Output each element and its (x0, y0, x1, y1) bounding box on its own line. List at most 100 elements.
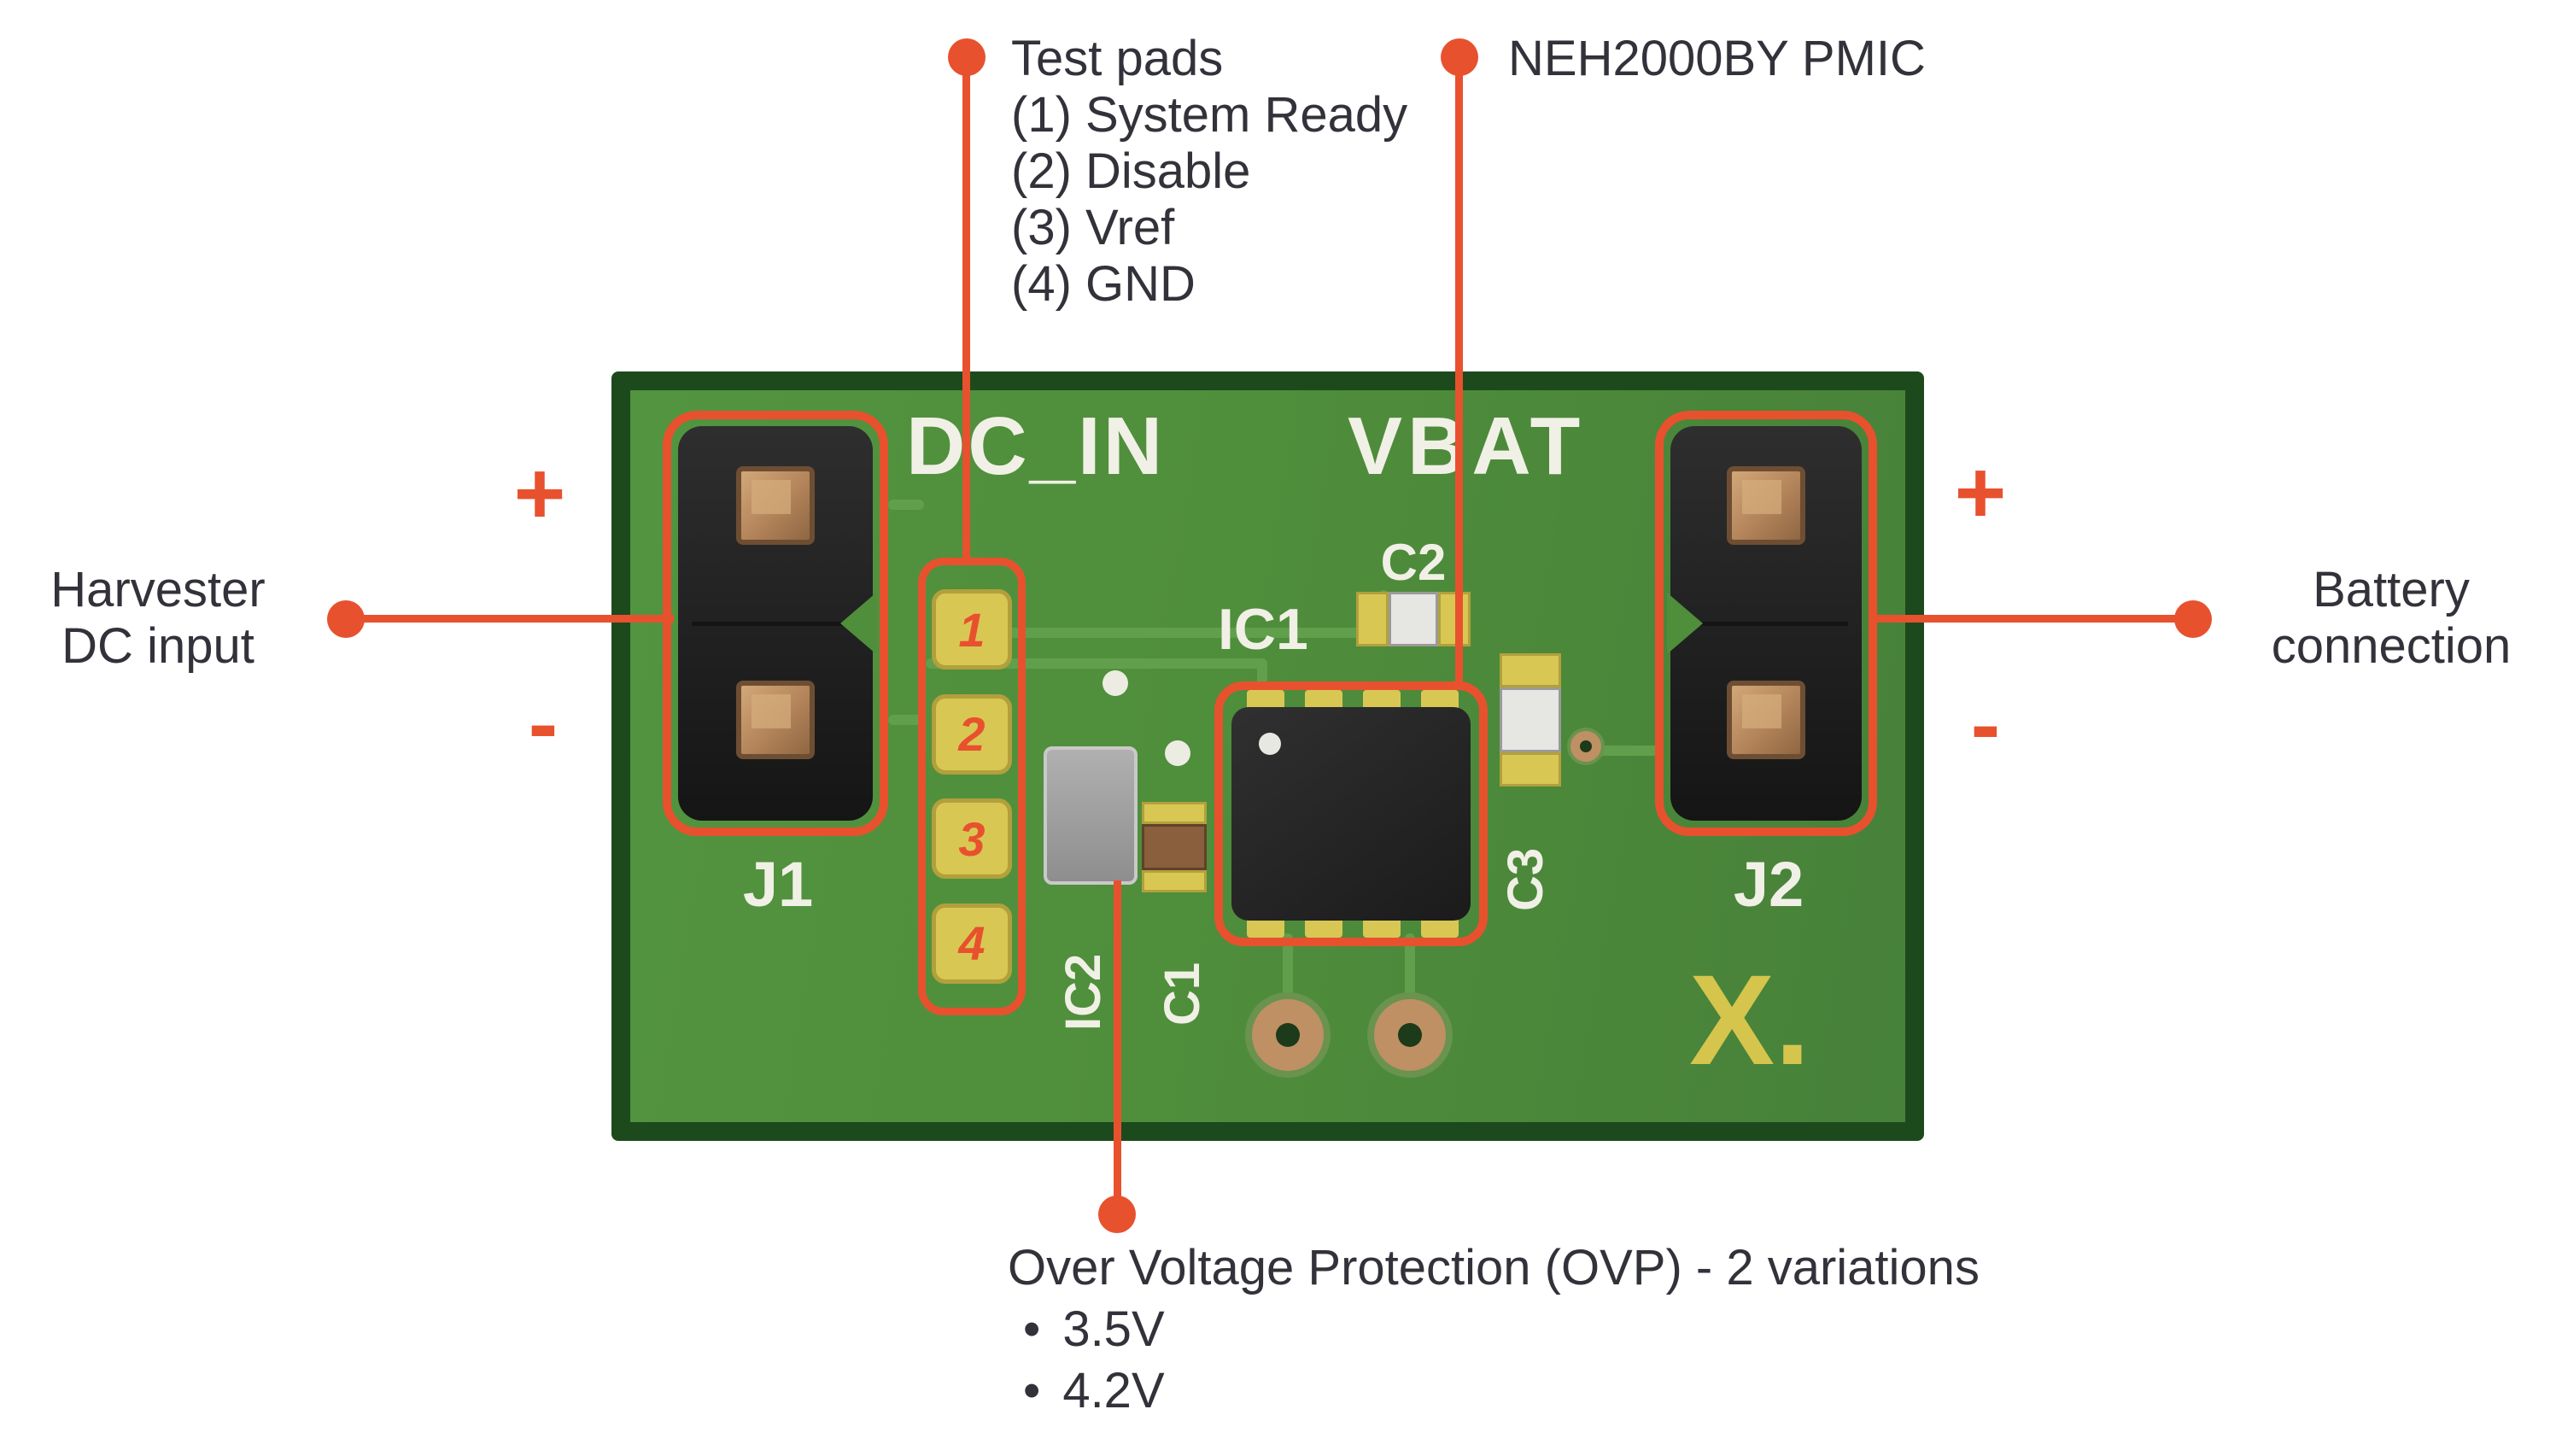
test-pad-3-number: 3 (958, 811, 986, 866)
callout-pmic-label: NEH2000BY PMIC (1508, 31, 1926, 86)
connector-seam (692, 622, 859, 626)
component-pad (1356, 592, 1389, 646)
connector-pin (1727, 681, 1805, 759)
component-body (1500, 687, 1561, 752)
silkscreen-c3: C3 (1498, 847, 1553, 911)
harvester-line1: Harvester (50, 562, 266, 617)
pin1-marker-dot (1259, 733, 1281, 755)
component-pad (1142, 802, 1207, 824)
callout-line-harvester (344, 615, 674, 623)
component-body (1389, 592, 1438, 646)
test-pads-item: (2) Disable (1011, 143, 1251, 199)
ovp-item-label: 4.2V (1062, 1363, 1165, 1418)
silkscreen-j1: J1 (742, 849, 814, 920)
callout-line-test-pads (962, 56, 970, 559)
callout-line-pmic (1455, 56, 1463, 685)
battery-line2: connection (2271, 618, 2512, 674)
ovp-title: Over Voltage Protection (OVP) - 2 variat… (1008, 1240, 1980, 1295)
component-pad (1500, 653, 1561, 687)
via-hole (1580, 740, 1592, 752)
test-pad-1-number: 1 (958, 602, 986, 657)
copper-trace (1283, 933, 1293, 1005)
connector-pin (736, 681, 815, 759)
via-hole (1276, 1023, 1300, 1047)
pin-highlight (1742, 694, 1781, 728)
connector-notch (840, 593, 876, 654)
callout-dot-test-pads (948, 38, 986, 76)
test-pad-group: 1 2 3 4 (918, 558, 1026, 1015)
connector-j1 (663, 411, 888, 836)
harvester-line2: DC input (61, 618, 254, 674)
via (1567, 728, 1605, 765)
copper-trace (888, 715, 924, 725)
battery-minus-sign: - (1970, 675, 2001, 775)
pin-highlight (1742, 480, 1781, 514)
capacitor-c3 (1500, 653, 1561, 786)
ic1-pad (1305, 917, 1342, 938)
harvester-minus-sign: - (528, 675, 559, 774)
callout-dot-battery (2174, 600, 2212, 638)
ic1-pmic-frame (1214, 681, 1488, 946)
component-pad (1500, 752, 1561, 786)
copper-trace (888, 500, 924, 510)
copper-trace (1257, 658, 1267, 687)
pcb-board: DC_IN VBAT J1 1 2 3 4 IC2 C1 (611, 371, 1924, 1141)
silkscreen-dc-in: DC_IN (906, 401, 1166, 492)
ovp-item: • 4.2V (1008, 1363, 1980, 1419)
test-pad-2-number: 2 (958, 707, 986, 762)
ic1-pad (1363, 917, 1401, 938)
callout-line-ovp (1114, 880, 1121, 1213)
silkscreen-vbat: VBAT (1348, 401, 1586, 492)
pin-highlight (752, 694, 791, 728)
connector-j1-body (678, 426, 876, 821)
callout-dot-ovp (1098, 1196, 1136, 1233)
callout-battery: Battery connection (2237, 562, 2545, 675)
battery-line1: Battery (2313, 562, 2470, 617)
callout-line-battery (1875, 615, 2193, 623)
ic1-chip (1231, 707, 1471, 921)
capacitor-c1 (1142, 802, 1207, 892)
copper-trace (936, 628, 1380, 638)
test-pads-title: Test pads (1011, 31, 1224, 86)
copper-trace (1590, 746, 1662, 756)
connector-notch (1667, 593, 1703, 654)
via (1245, 992, 1331, 1078)
callout-dot-pmic (1441, 38, 1478, 76)
component-body (1142, 824, 1207, 870)
test-pad-1: 1 (932, 589, 1012, 670)
copper-trace (926, 658, 1267, 669)
connector-j2 (1655, 411, 1877, 836)
callout-harvester: Harvester DC input (26, 562, 290, 675)
callout-dot-harvester (327, 600, 365, 638)
component-pad (1438, 592, 1471, 646)
connector-seam (1684, 622, 1848, 626)
silkscreen-c2: C2 (1380, 534, 1447, 591)
pin-highlight (752, 480, 791, 514)
capacitor-c2 (1356, 592, 1471, 646)
test-pads-item: (4) GND (1011, 256, 1196, 312)
connector-pin (736, 466, 815, 545)
ovp-item: • 3.5V (1008, 1301, 1980, 1358)
bullet-icon: • (1023, 1363, 1041, 1418)
connector-j2-body (1667, 426, 1862, 821)
ovp-item-label: 3.5V (1062, 1301, 1165, 1357)
ic2-chip (1044, 746, 1138, 885)
test-pads-item: (1) System Ready (1011, 87, 1408, 143)
silkscreen-j2: J2 (1733, 849, 1804, 920)
silkscreen-c1: C1 (1155, 962, 1210, 1026)
callout-ovp: Over Voltage Protection (OVP) - 2 variat… (1008, 1240, 1980, 1419)
connector-pin (1727, 466, 1805, 545)
via-hole (1398, 1023, 1422, 1047)
copper-trace (1405, 933, 1415, 1005)
harvester-plus-sign: + (513, 444, 566, 543)
vendor-logo: X. (1689, 948, 1810, 1091)
callout-test-pads: Test pads (1) System Ready (2) Disable (… (1011, 31, 1407, 313)
silkscreen-ic2: IC2 (1056, 953, 1111, 1031)
test-pad-3: 3 (932, 798, 1012, 880)
silkscreen-ic1: IC1 (1218, 597, 1308, 662)
battery-plus-sign: + (1954, 443, 2007, 542)
test-pad-4: 4 (932, 903, 1012, 984)
test-pads-item: (3) Vref (1011, 200, 1175, 255)
test-pad-4-number: 4 (958, 916, 986, 971)
